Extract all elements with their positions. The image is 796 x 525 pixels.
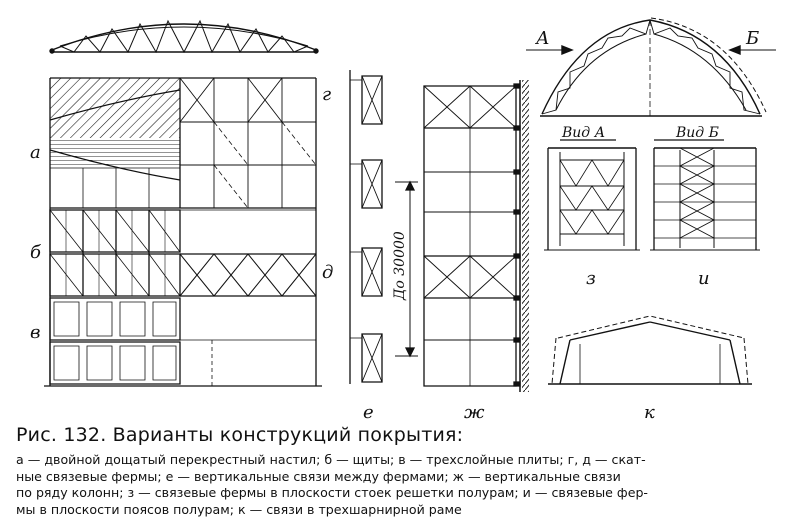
caption-line: по ряду колонн; з — связевые фермы в пло… (16, 485, 648, 500)
panel-label-d: д (322, 262, 333, 283)
panel-label-z: з (586, 268, 596, 289)
roof-structures-figure: а б в г д До 30000 е (30, 0, 796, 420)
view-a-title: Вид А (561, 125, 605, 141)
panel-label-k: к (644, 402, 655, 420)
panel-label-b: б (30, 242, 42, 263)
view-b-diagram (650, 140, 760, 250)
caption-line: ные связевые фермы; е — вертикальные свя… (16, 468, 621, 484)
arch-elevation (526, 18, 776, 116)
figure-caption: Рис. 132. Варианты конструкций покрытия:… (16, 424, 786, 518)
caption-line: мы в плоскости поясов полурам; к — связи… (16, 501, 462, 517)
panel-label-zh: ж (464, 402, 485, 420)
panel-label-e: е (363, 402, 374, 420)
caption-line: а — двойной дощатый перекрестный настил;… (16, 452, 646, 467)
view-b-title: Вид Б (675, 125, 719, 141)
column-row-bracing (424, 80, 529, 392)
panel-label-v: в (30, 322, 40, 343)
view-arrow-b: Б (745, 28, 759, 49)
caption-title: Рис. 132. Варианты конструкций покрытия: (16, 424, 464, 446)
panel-label-i: и (698, 268, 710, 289)
caption-text: а — двойной дощатый перекрестный настил;… (16, 452, 786, 518)
elevation-truss (49, 21, 319, 54)
view-a-diagram (544, 140, 640, 250)
panel-label-a: а (30, 142, 41, 163)
three-hinged-frame (548, 316, 752, 384)
panel-label-g: г (322, 84, 331, 105)
span-dimension-label: До 30000 (392, 231, 408, 301)
view-arrow-a: А (534, 28, 550, 49)
vertical-bracing-trusses (350, 70, 418, 384)
plan-view (44, 78, 322, 386)
